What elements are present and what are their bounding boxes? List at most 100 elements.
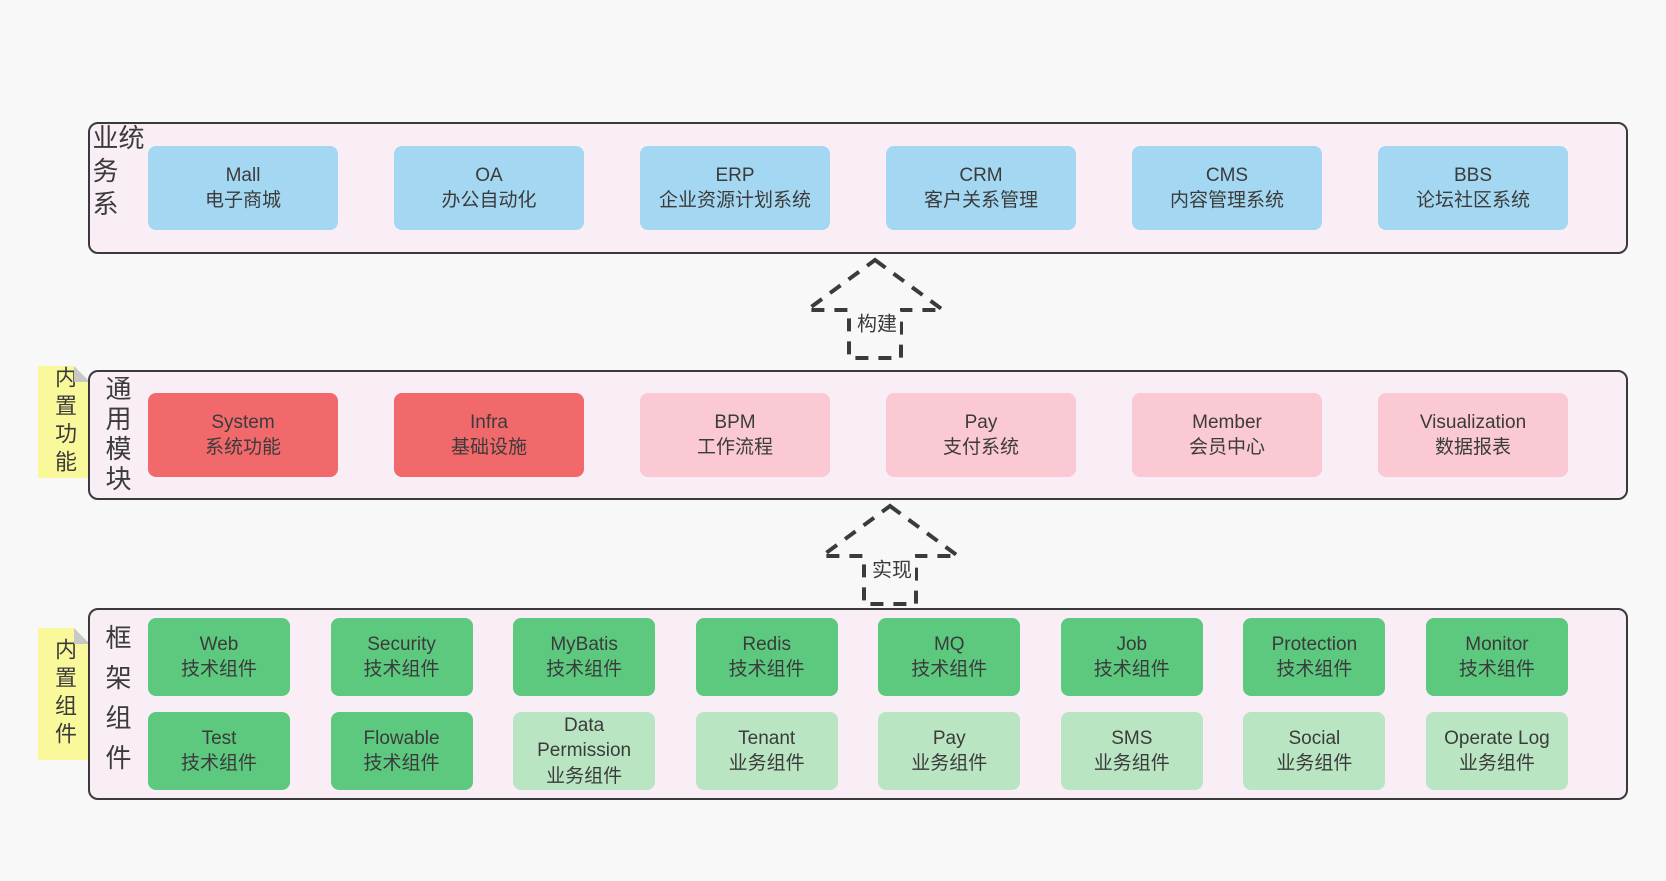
module-box-social: Social 业务组件: [1243, 712, 1386, 790]
module-box-subtitle: 数据报表: [1434, 437, 1511, 458]
module-box-title: Visualization: [1419, 411, 1527, 433]
module-box-title: Test: [201, 727, 237, 749]
module-box-subtitle: 基础设施: [450, 437, 527, 458]
module-box-mall: Mall 电子商城: [148, 146, 338, 230]
module-box-system: System 系统功能: [148, 393, 338, 477]
sticky-note-builtin-functions: 内置功能: [38, 366, 90, 478]
module-box-subtitle: 业务组件: [728, 753, 805, 774]
module-box-subtitle: 技术组件: [1276, 659, 1353, 680]
module-box-subtitle: 会员中心: [1188, 437, 1265, 458]
module-box-title: Job: [1116, 633, 1148, 655]
implement-arrow-label: 实现: [869, 552, 915, 584]
module-box-subtitle: 技术组件: [1458, 659, 1535, 680]
module-box-title: Social: [1288, 727, 1341, 749]
module-box-title: BBS: [1453, 164, 1493, 186]
module-box-title: Operate Log: [1444, 727, 1550, 749]
module-box-subtitle: 技术组件: [546, 659, 623, 680]
implement-arrow-icon: [815, 503, 965, 606]
module-box-title: MyBatis: [550, 633, 618, 655]
module-box-test: Test 技术组件: [148, 712, 290, 790]
module-box-title: Data Permission: [537, 715, 632, 762]
module-box-title: Pay: [964, 411, 998, 433]
module-box-flowable: Flowable 技术组件: [330, 712, 473, 790]
sticky-note-builtin-components: 内置组件: [38, 628, 90, 760]
module-row: System 系统功能 Infra 基础设施 BPM 工作流程 Pay 支付系统 Member 会…: [148, 393, 1568, 477]
module-box-subtitle: 系统功能: [204, 437, 281, 458]
module-box-bbs: BBS 论坛社区系统: [1378, 146, 1568, 230]
module-box-mybatis: MyBatis 技术组件: [513, 618, 656, 696]
module-box-subtitle: 技术组件: [363, 753, 440, 774]
module-box-title: ERP: [715, 164, 755, 186]
panel-label-framework-components: 框架组件: [102, 624, 132, 784]
module-box-subtitle: 业务组件: [1093, 753, 1170, 774]
module-box-infra: Infra 基础设施: [394, 393, 584, 477]
module-box-title: BPM: [714, 411, 756, 433]
module-box-subtitle: 技术组件: [180, 659, 257, 680]
module-box-subtitle: 技术组件: [911, 659, 988, 680]
module-box-title: System: [211, 411, 275, 433]
module-box-erp: ERP 企业资源计划系统: [640, 146, 830, 230]
module-box-title: Mall: [225, 164, 261, 186]
module-box-subtitle: 技术组件: [1093, 659, 1170, 680]
module-box-subtitle: 业务组件: [911, 753, 988, 774]
module-box-title: SMS: [1111, 727, 1153, 749]
module-box-title: OA: [475, 164, 503, 186]
build-arrow-label: 构建: [854, 306, 900, 338]
module-box-visualization: Visualization 数据报表: [1378, 393, 1568, 477]
module-box-bpm: BPM 工作流程: [640, 393, 830, 477]
module-box-monitor: Monitor 技术组件: [1425, 618, 1568, 696]
module-box-redis: Redis 技术组件: [695, 618, 838, 696]
module-box-title: Monitor: [1465, 633, 1529, 655]
module-box-title: Protection: [1271, 633, 1358, 655]
module-box-subtitle: 业务组件: [1276, 753, 1353, 774]
module-box-title: CRM: [959, 164, 1003, 186]
panel-body: System 系统功能 Infra 基础设施 BPM 工作流程 Pay 支付系统 Member 会…: [144, 372, 1626, 498]
sticky-note-label: 内置功能: [52, 366, 77, 478]
module-box-subtitle: 客户关系管理: [923, 190, 1038, 211]
module-box-subtitle: 论坛社区系统: [1415, 190, 1530, 211]
module-box-pay: Pay 业务组件: [878, 712, 1021, 790]
module-box-subtitle: 内容管理系统: [1169, 190, 1284, 211]
module-box-title: Member: [1192, 411, 1262, 433]
module-box-operate-log: Operate Log 业务组件: [1425, 712, 1568, 790]
panel-label-business-systems: 业务系统: [89, 124, 145, 223]
module-box-subtitle: 业务组件: [1458, 753, 1535, 774]
module-box-subtitle: 业务组件: [546, 765, 623, 787]
module-box-data-permission: Data Permission 业务组件: [513, 712, 656, 790]
module-box-subtitle: 企业资源计划系统: [658, 190, 811, 211]
module-box-subtitle: 技术组件: [363, 659, 440, 680]
module-box-title: Security: [367, 633, 436, 655]
panel-common-modules: 通用模块 System 系统功能 Infra 基础设施 BPM 工作流程 Pay 支付系统 Me…: [88, 370, 1628, 500]
panel-label-common-modules: 通用模块: [102, 375, 132, 495]
module-box-sms: SMS 业务组件: [1060, 712, 1203, 790]
module-box-cms: CMS 内容管理系统: [1132, 146, 1322, 230]
module-box-title: Flowable: [363, 727, 440, 749]
module-box-title: Infra: [469, 411, 509, 433]
module-box-web: Web 技术组件: [148, 618, 290, 696]
module-box-subtitle: 技术组件: [728, 659, 805, 680]
module-box-member: Member 会员中心: [1132, 393, 1322, 477]
module-box-subtitle: 工作流程: [696, 437, 773, 458]
sticky-note-label: 内置组件: [52, 638, 77, 750]
module-box-subtitle: 电子商城: [204, 190, 281, 211]
module-box-title: Pay: [932, 727, 966, 749]
module-box-title: Redis: [742, 633, 791, 655]
module-box-protection: Protection 技术组件: [1243, 618, 1386, 696]
build-arrow-icon: [800, 257, 950, 360]
module-box-job: Job 技术组件: [1060, 618, 1203, 696]
module-box-subtitle: 支付系统: [942, 437, 1019, 458]
module-box-title: Web: [199, 633, 239, 655]
module-box-subtitle: 技术组件: [180, 753, 257, 774]
module-box-security: Security 技术组件: [330, 618, 473, 696]
module-box-title: CMS: [1205, 164, 1249, 186]
